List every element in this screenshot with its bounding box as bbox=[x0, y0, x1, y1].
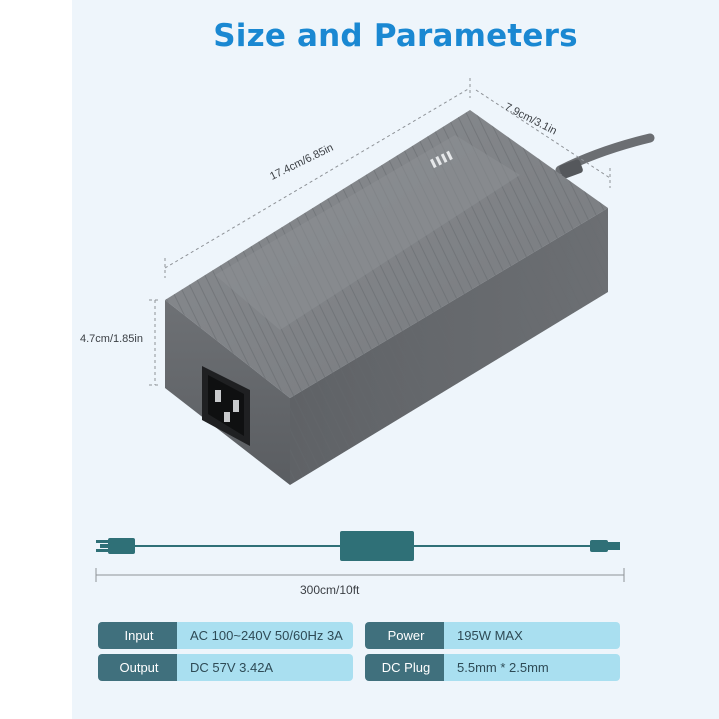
page-title: Size and Parameters bbox=[213, 18, 578, 54]
spec-label-output: Output bbox=[98, 654, 180, 681]
power-cord bbox=[555, 133, 655, 179]
spec-label-dc-plug: DC Plug bbox=[365, 654, 447, 681]
spec-value-dc-plug: 5.5mm * 2.5mm bbox=[444, 654, 620, 681]
spec-value-input: AC 100~240V 50/60Hz 3A bbox=[177, 622, 353, 649]
cable-length-label: 300cm/10ft bbox=[300, 583, 360, 597]
dc-connector-icon bbox=[590, 540, 620, 552]
spec-label-input: Input bbox=[98, 622, 180, 649]
spec-value-power: 195W MAX bbox=[444, 622, 620, 649]
height-dimension-label: 4.7cm/1.85in bbox=[80, 333, 143, 345]
spec-value-output: DC 57V 3.42A bbox=[177, 654, 353, 681]
three-prong-plug-icon bbox=[96, 538, 135, 554]
dimension-lines bbox=[149, 78, 611, 386]
cable-diagram bbox=[96, 531, 620, 561]
spec-label-power: Power bbox=[365, 622, 447, 649]
ac-socket-icon bbox=[202, 366, 250, 446]
cable-length-line bbox=[95, 568, 625, 582]
power-adapter-image bbox=[165, 110, 608, 485]
